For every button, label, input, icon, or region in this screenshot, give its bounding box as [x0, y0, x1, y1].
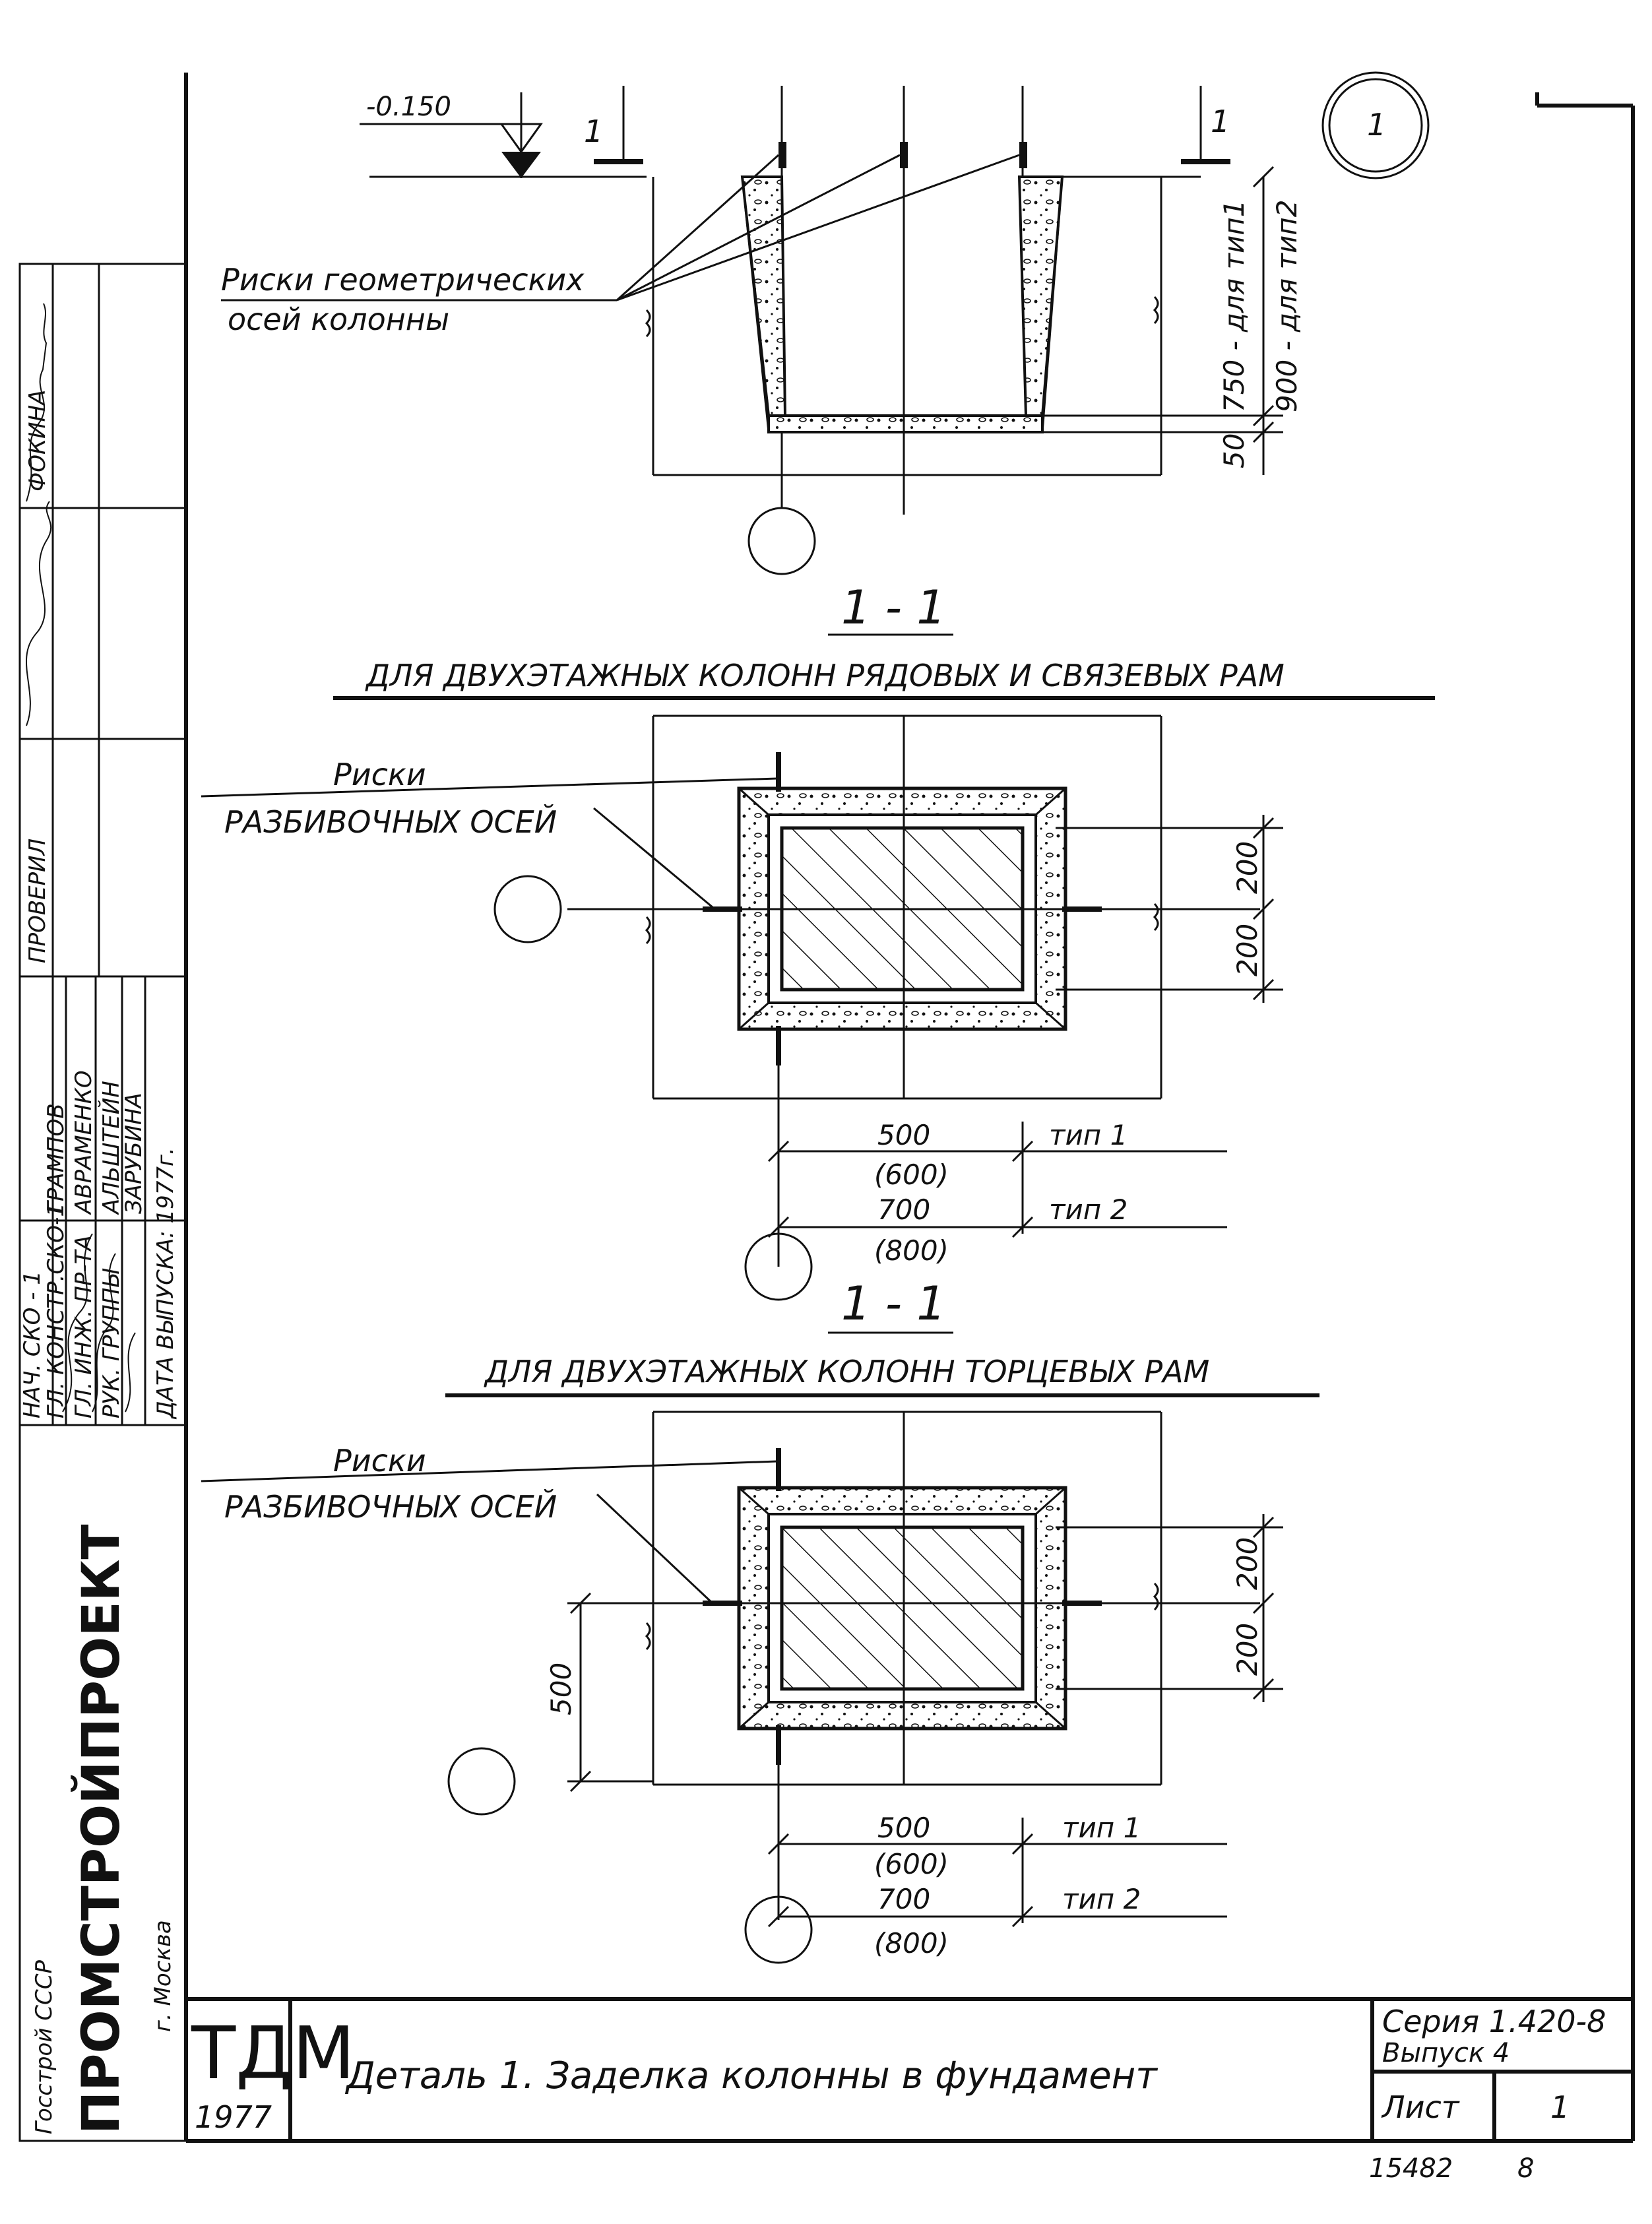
drawing-title: Деталь 1. Заделка колонны в фундамент — [344, 2054, 1158, 2097]
section1-label-line1: Риски — [333, 757, 426, 792]
stamp-role-1: НАЧ. СКО - 1 — [19, 1271, 46, 1418]
sheet-number: 1 — [1550, 2089, 1570, 2125]
stamp-org-line1: Госстрой СССР — [31, 1960, 57, 2134]
stamp-name-2: АВРАМЕНКО — [71, 1070, 97, 1215]
footer-page: 8 — [1517, 2153, 1534, 2184]
section2-type1: тип 1 — [1062, 1812, 1141, 1844]
section1-plan — [201, 715, 1283, 1301]
dim-bottom: 50 — [1218, 433, 1250, 468]
stamp-name-4: ЗАРУБИНА — [121, 1093, 147, 1214]
top-label-line1: Риски геометрических — [221, 262, 585, 298]
section1-number: 1 - 1 — [841, 581, 946, 635]
section1-dim-w2: 700 — [877, 1193, 930, 1226]
section-mark-left: 1 — [584, 113, 603, 149]
stamp-name-3: АЛЬШТЕЙН — [98, 1081, 125, 1215]
top-label-line2: осей колонны — [228, 302, 449, 337]
title-block — [186, 1997, 1633, 2141]
section2-dim-w1: 500 — [877, 1812, 930, 1844]
section2-dim-w2-alt: (800) — [874, 1927, 949, 1959]
dim-type1: 750 - для тип1 — [1218, 200, 1250, 412]
section2-label-line1: Риски — [333, 1443, 426, 1478]
section1-dim-w2-alt: (800) — [874, 1234, 949, 1267]
section1-type1: тип 1 — [1049, 1119, 1128, 1151]
title-series: Серия 1.420-8 — [1382, 2004, 1606, 2039]
section1-label-line2: РАЗБИВОЧНЫХ ОСЕЙ — [224, 804, 557, 840]
section2-dim-right-top: 200 — [1231, 1537, 1263, 1590]
left-stamp — [18, 263, 187, 2142]
section2-dim-right-bottom: 200 — [1231, 1623, 1263, 1676]
stamp-role-3: ГЛ. ИНЖ. ПР-ТА — [71, 1235, 97, 1418]
stamp-date: ДАТА ВЫПУСКА: 1977г. — [152, 1147, 179, 1420]
stamp-role-2: ГЛ. КОНСТР.СКО-1 — [43, 1203, 69, 1418]
section1-dim-w1-alt: (600) — [874, 1159, 949, 1191]
sheet-label: Лист — [1381, 2089, 1460, 2125]
stamp-name-1: ГРАМПОВ — [43, 1103, 69, 1214]
section2-type2: тип 2 — [1062, 1883, 1141, 1915]
section2-number: 1 - 1 — [841, 1277, 946, 1331]
stamp-org-line2: ПРОМСТРОЙПРОЕКТ — [71, 1524, 131, 2134]
stamp-org-line3: г. Москва — [150, 1920, 176, 2032]
title-logo: ТДМ — [191, 2011, 355, 2095]
section-mark-right: 1 — [1211, 104, 1230, 139]
section2-label-line2: РАЗБИВОЧНЫХ ОСЕЙ — [224, 1489, 557, 1525]
stamp-checked-label: ПРОВЕРИЛ — [24, 839, 51, 963]
section2-plan — [201, 1411, 1283, 1964]
top-detail — [221, 71, 1430, 575]
elevation-mark: -0.150 — [366, 92, 451, 122]
section1-title: ДЛЯ ДВУХЭТАЖНЫХ КОЛОНН РЯДОВЫХ И СВЯЗЕВЫ… — [365, 658, 1285, 693]
footer-code: 15482 — [1369, 2153, 1453, 2184]
section2-dim-w1-alt: (600) — [874, 1848, 949, 1880]
stamp-fokina: ФОКИНА — [24, 390, 51, 492]
stamp-role-4: РУК. ГРУППЫ — [98, 1268, 125, 1418]
title-issue: Выпуск 4 — [1382, 2038, 1509, 2068]
dim-type2: 900 - для тип2 — [1271, 200, 1303, 412]
section1-dim-right-top: 200 — [1231, 841, 1263, 894]
detail-circle-number: 1 — [1367, 107, 1386, 143]
section2-dim-left: 500 — [545, 1663, 577, 1715]
signatures — [26, 303, 136, 1413]
section1-dim-right-bottom: 200 — [1231, 924, 1263, 976]
section1-type2: тип 2 — [1049, 1193, 1128, 1226]
section2-title: ДЛЯ ДВУХЭТАЖНЫХ КОЛОНН ТОРЦЕВЫХ РАМ — [484, 1354, 1209, 1389]
section2-dim-w2: 700 — [877, 1883, 930, 1915]
title-year: 1977 — [195, 2099, 272, 2135]
section1-dim-w1: 500 — [877, 1119, 930, 1151]
